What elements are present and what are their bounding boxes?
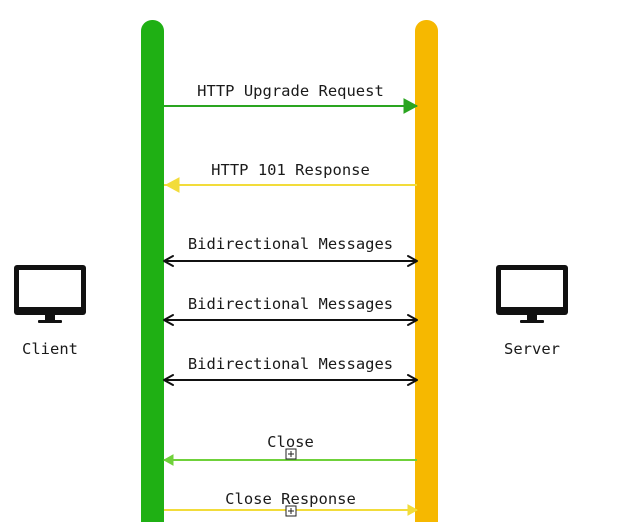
message-close-response: Close Response: [164, 490, 419, 517]
message-label: HTTP Upgrade Request: [197, 82, 384, 100]
arrowhead-left: [164, 177, 180, 193]
server-node: Server: [496, 265, 568, 358]
message-label: Close Response: [225, 490, 356, 508]
server-label: Server: [504, 340, 560, 358]
arrowhead-left: [162, 454, 174, 466]
message-101-response: HTTP 101 Response: [164, 161, 417, 193]
message-bidirectional-2: Bidirectional Messages: [163, 295, 418, 326]
plus-square-icon: [285, 505, 297, 517]
server-lifeline: [415, 20, 438, 522]
message-label: Close: [267, 433, 314, 451]
plus-square-icon: [285, 448, 297, 460]
arrowhead-left: [163, 255, 174, 267]
message-bidirectional-1: Bidirectional Messages: [163, 235, 418, 267]
arrowhead-right: [403, 98, 419, 114]
client-lifeline: [141, 20, 164, 522]
message-close: Close: [162, 433, 417, 466]
message-label: Bidirectional Messages: [188, 355, 393, 373]
client-label: Client: [22, 340, 78, 358]
message-upgrade-request: HTTP Upgrade Request: [164, 82, 419, 114]
monitor-icon: [14, 265, 86, 323]
client-node: Client: [14, 265, 86, 358]
monitor-icon: [496, 265, 568, 323]
arrowhead-right: [407, 314, 418, 326]
message-label: HTTP 101 Response: [211, 161, 370, 179]
arrowhead-left: [163, 374, 174, 386]
message-label: Bidirectional Messages: [188, 235, 393, 253]
arrowhead-left: [163, 314, 174, 326]
message-bidirectional-3: Bidirectional Messages: [163, 355, 418, 386]
message-label: Bidirectional Messages: [188, 295, 393, 313]
arrowhead-right: [407, 374, 418, 386]
arrowhead-right: [407, 255, 418, 267]
arrowhead-right: [407, 504, 419, 516]
